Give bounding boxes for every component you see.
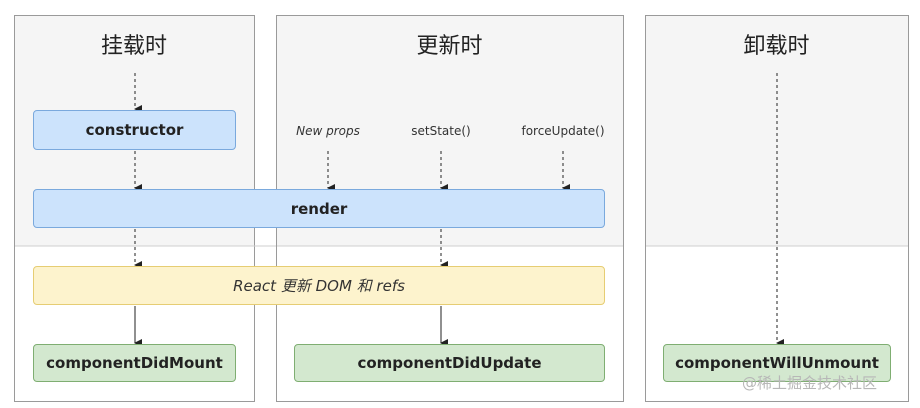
- mounting-title: 挂载时: [100, 34, 167, 59]
- unmounting-title: 卸载时: [743, 34, 810, 59]
- render-box: render: [33, 189, 605, 228]
- component-will-unmount-box: componentWillUnmount: [663, 344, 891, 382]
- trigger-force-update: forceUpdate(): [521, 124, 605, 138]
- watermark-text: @稀土掘金技术社区: [742, 374, 878, 392]
- updating-title: 更新时: [416, 34, 483, 59]
- constructor-box: constructor: [33, 110, 236, 150]
- component-did-update-box: componentDidUpdate: [294, 344, 605, 382]
- trigger-new-props: New props: [296, 124, 360, 138]
- react-update-dom-box: React 更新 DOM 和 refs: [33, 266, 605, 305]
- trigger-set-state: setState(): [411, 124, 471, 138]
- component-did-mount-box: componentDidMount: [33, 344, 236, 382]
